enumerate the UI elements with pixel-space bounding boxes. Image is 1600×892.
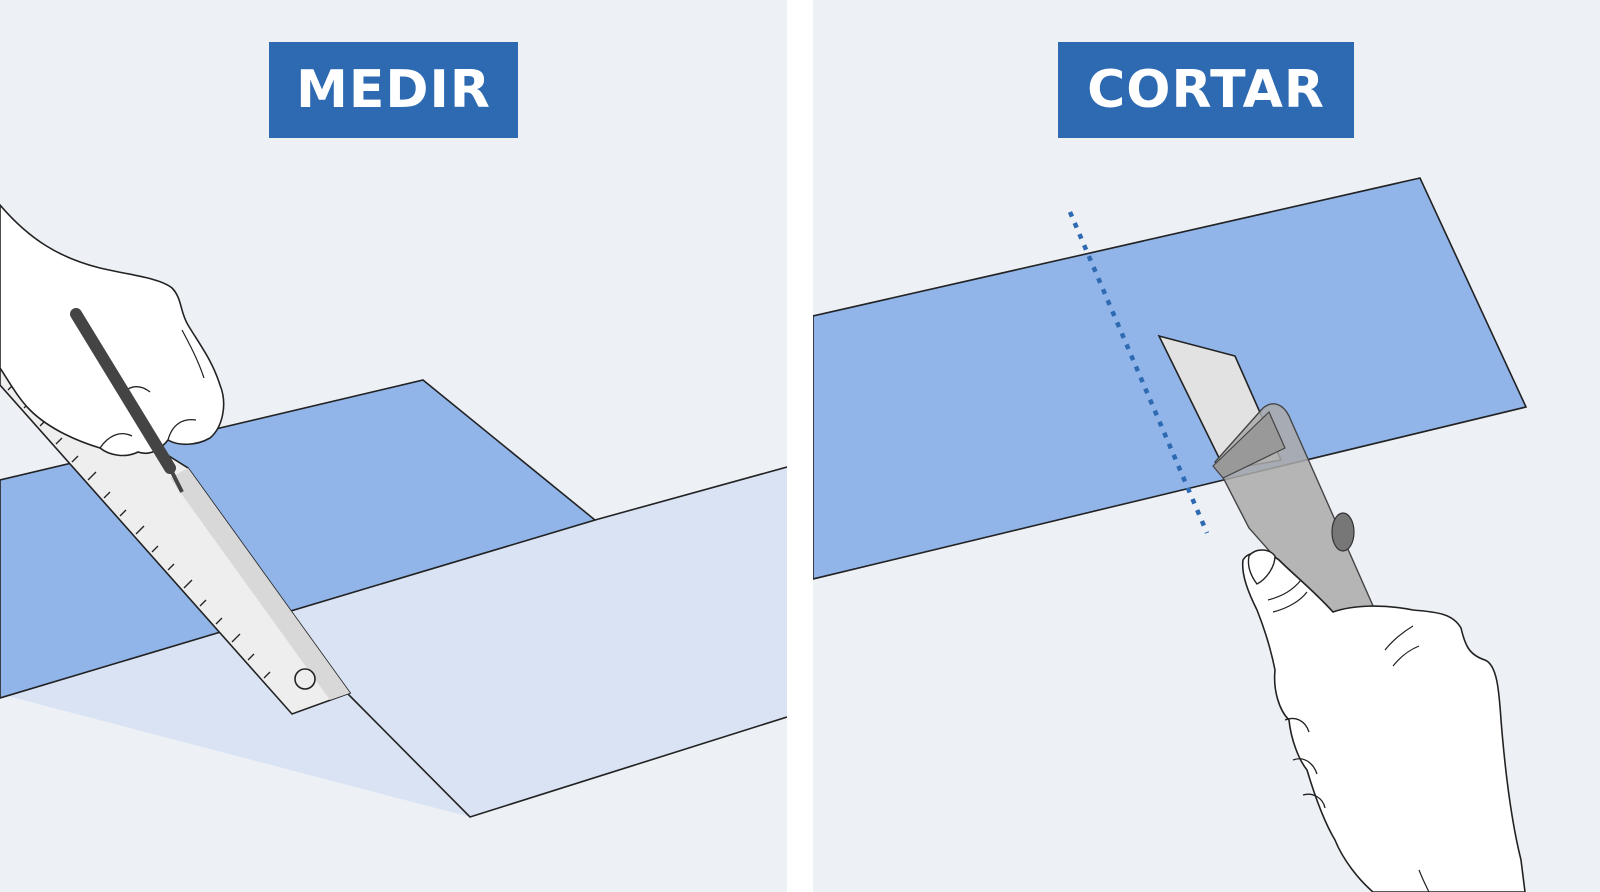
pencil-icon	[70, 308, 184, 493]
cut-title: CORTAR	[1058, 42, 1354, 138]
measure-panel: MEDIR	[0, 0, 787, 892]
cut-guide-line	[1067, 211, 1210, 534]
measure-illustration	[0, 203, 787, 818]
cut-illustration	[813, 177, 1528, 892]
material-flap-edge	[347, 693, 787, 818]
hand-icon	[1241, 549, 1526, 892]
material-flap-outline	[594, 466, 787, 521]
material-strip	[813, 177, 1528, 580]
measure-title: MEDIR	[269, 42, 518, 138]
cut-panel: CORTAR	[813, 0, 1600, 892]
